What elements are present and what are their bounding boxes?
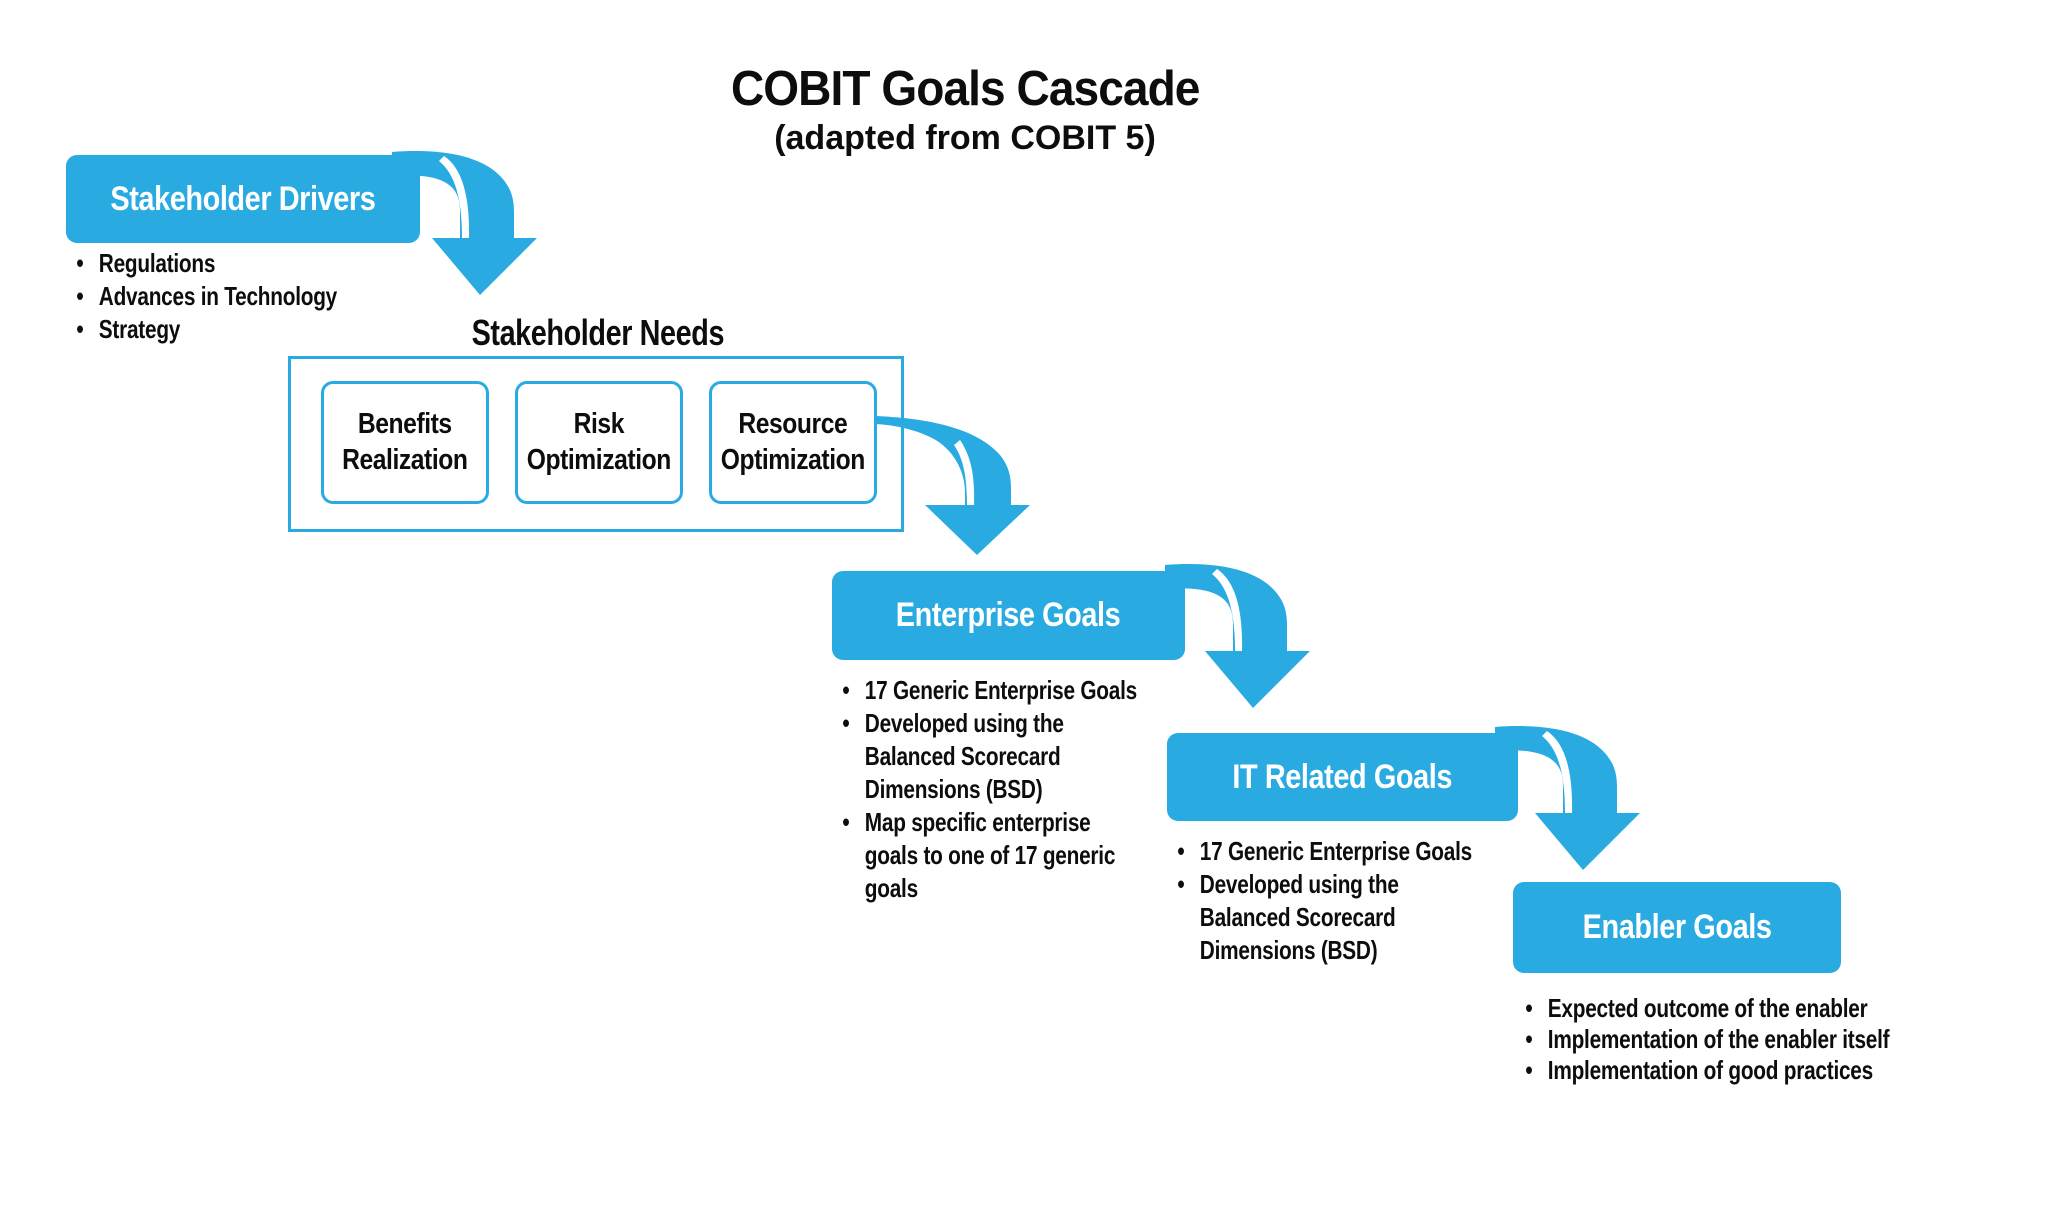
- swoosh-arrow-needs-to-enterprise-icon: [872, 410, 1034, 560]
- enabler-goals-bullets: Expected outcome of the enabler Implemen…: [1523, 993, 1907, 1086]
- needs-item-label: Benefits Realization: [342, 408, 468, 476]
- bullet-item: Implementation of the enabler itself: [1523, 1024, 1907, 1055]
- it-related-goals-bullets: 17 Generic Enterprise Goals Developed us…: [1175, 835, 1511, 967]
- bullet-item: Regulations: [74, 247, 426, 280]
- stakeholder-needs-heading: Stakeholder Needs: [471, 312, 725, 353]
- enterprise-goals-bullets: 17 Generic Enterprise Goals Developed us…: [840, 674, 1176, 905]
- bullet-item: Developed using the Balanced Scorecard D…: [840, 707, 1176, 806]
- needs-item-resource-optimization: Resource Optimization: [709, 381, 877, 504]
- diagram-title: COBIT Goals Cascade: [730, 62, 1200, 116]
- bullet-item: 17 Generic Enterprise Goals: [840, 674, 1176, 707]
- bullet-item: Advances in Technology: [74, 280, 426, 313]
- diagram-subtitle: (adapted from COBIT 5): [774, 119, 1156, 157]
- it-related-goals-label: IT Related Goals: [1232, 757, 1453, 796]
- needs-item-label: Risk Optimization: [526, 408, 672, 476]
- needs-item-risk-optimization: Risk Optimization: [515, 381, 683, 504]
- needs-item-label: Resource Optimization: [720, 408, 866, 476]
- bullet-item: Implementation of good practices: [1523, 1055, 1907, 1086]
- bullet-item: 17 Generic Enterprise Goals: [1175, 835, 1511, 868]
- it-related-goals-box: IT Related Goals: [1167, 733, 1518, 821]
- enterprise-goals-label: Enterprise Goals: [896, 596, 1121, 634]
- bullet-item: Map specific enterprise goals to one of …: [840, 806, 1176, 905]
- enterprise-goals-box: Enterprise Goals: [832, 571, 1185, 660]
- cascade-arrow-drivers-to-needs-icon: [392, 150, 542, 298]
- stakeholder-needs-container: Benefits Realization Risk Optimization R…: [288, 356, 904, 532]
- bullet-item: Strategy: [74, 313, 426, 346]
- cascade-arrow-enterprise-to-it-icon: [1165, 563, 1315, 711]
- enabler-goals-label: Enabler Goals: [1582, 908, 1772, 946]
- bullet-item: Expected outcome of the enabler: [1523, 993, 1907, 1024]
- enabler-goals-box: Enabler Goals: [1513, 882, 1841, 973]
- stakeholder-drivers-label: Stakeholder Drivers: [110, 179, 376, 218]
- stakeholder-drivers-bullets: Regulations Advances in Technology Strat…: [74, 247, 426, 346]
- bullet-item: Developed using the Balanced Scorecard D…: [1175, 868, 1511, 967]
- needs-item-benefits-realization: Benefits Realization: [321, 381, 489, 504]
- stakeholder-drivers-box: Stakeholder Drivers: [66, 155, 420, 243]
- cascade-arrow-it-to-enabler-icon: [1495, 725, 1645, 873]
